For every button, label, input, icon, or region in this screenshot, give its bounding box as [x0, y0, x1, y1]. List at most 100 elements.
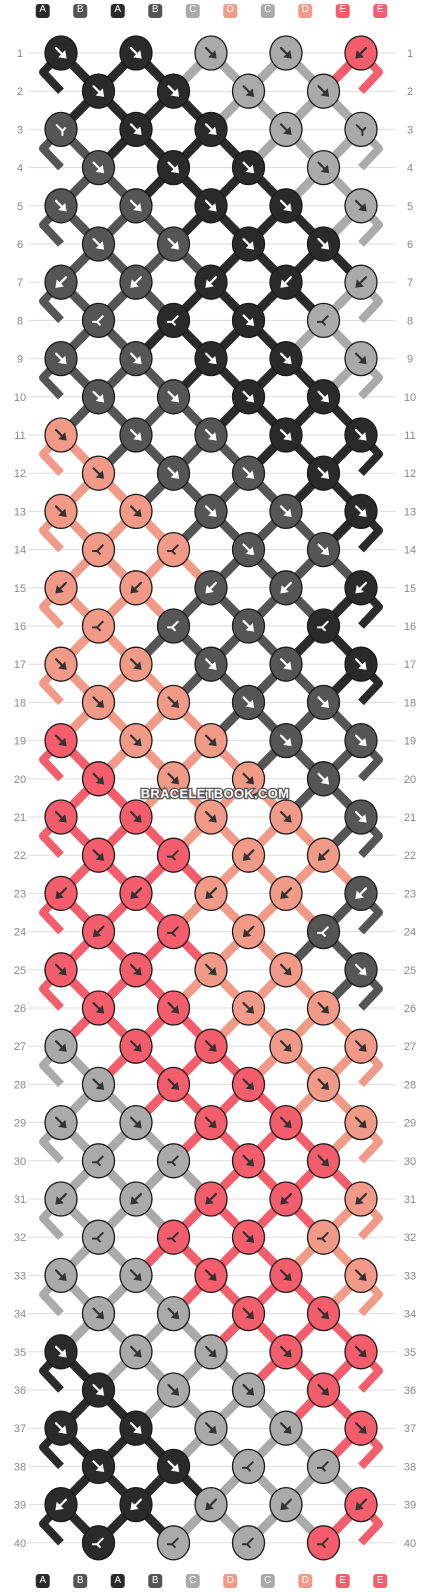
knot-arrow-head: [208, 126, 217, 136]
knot-arrow-icon: [55, 1498, 68, 1511]
knot-arrow-head: [133, 1425, 142, 1434]
row-number-left: 38: [14, 1461, 26, 1473]
row-number-right: 14: [404, 545, 416, 557]
knot: [231, 1448, 266, 1485]
row-number-right: 40: [404, 1538, 416, 1550]
knot: [269, 875, 303, 912]
knot-arrow-head: [283, 737, 292, 747]
knot: [119, 340, 153, 377]
knot-arrow-icon: [92, 1460, 105, 1473]
knot-arrow-icon: [91, 1231, 104, 1243]
knot-arrow-head: [208, 737, 217, 747]
knot-arrow-icon: [279, 1345, 292, 1358]
knot: [306, 1219, 341, 1255]
knot-arrow-head: [208, 355, 217, 365]
knot: [119, 570, 153, 606]
knot-arrow-icon: [279, 810, 292, 823]
knot: [156, 226, 191, 262]
knot-arrow-head: [283, 1348, 292, 1358]
knot: [269, 1181, 303, 1217]
knot: [231, 1066, 266, 1103]
row-number-right: 25: [404, 965, 416, 977]
knot-arrow-head: [95, 1463, 105, 1473]
knot-arrow-head: [358, 1348, 367, 1358]
knot-arrow-head: [320, 775, 330, 785]
knot: [194, 799, 228, 835]
knot-arrow-icon: [279, 1116, 292, 1129]
knot: [81, 1143, 116, 1179]
knot: [81, 531, 116, 568]
knot: [231, 608, 266, 644]
knot-arrow-icon: [317, 1001, 330, 1014]
knot-arrow-icon: [354, 1269, 367, 1282]
knot-arrow-head: [208, 50, 217, 59]
row-number-left: 1: [17, 48, 23, 60]
row-number-right: 29: [404, 1118, 416, 1130]
knot-arrow-head: [170, 1005, 180, 1014]
knot-arrow-icon: [354, 658, 367, 670]
knot-arrow-icon: [279, 123, 292, 136]
knot-arrow-icon: [354, 734, 367, 747]
knot: [194, 952, 228, 988]
knot: [156, 379, 191, 415]
knot-arrow-line: [91, 620, 104, 632]
knot-arrow-icon: [54, 1116, 67, 1129]
knot-arrow-icon: [355, 276, 368, 288]
knot-arrow-icon: [317, 467, 330, 479]
knot: [269, 340, 303, 377]
knot-arrow-icon: [167, 1001, 180, 1014]
knot: [231, 379, 266, 415]
knot-arrow-head: [280, 584, 289, 594]
knot-arrow-icon: [129, 963, 142, 976]
knot: [44, 188, 78, 224]
knot: [269, 1486, 303, 1523]
knot: [269, 1257, 303, 1294]
knot-arrow-icon: [92, 1383, 105, 1396]
row-number-left: 27: [14, 1041, 26, 1053]
knot-arrow-head: [133, 1119, 142, 1129]
knot: [344, 1028, 378, 1064]
knot: [269, 111, 303, 148]
knot: [231, 302, 266, 339]
knot-arrow-head: [55, 279, 64, 288]
knot: [119, 1486, 153, 1523]
knot-arrow-icon: [317, 1078, 330, 1091]
knot-arrow-icon: [204, 1269, 217, 1282]
knot-arrow-icon: [242, 849, 255, 861]
knot-arrow-head: [58, 814, 67, 823]
knot-arrow-head: [95, 241, 105, 250]
row-number-left: 28: [14, 1079, 26, 1091]
top-string-letter: E: [339, 4, 346, 15]
knot: [344, 417, 378, 453]
top-string-tab: [110, 4, 125, 18]
knot: [269, 570, 303, 606]
knot-arrow-icon: [204, 46, 217, 59]
knot: [306, 1448, 341, 1485]
top-string-tab: [260, 4, 275, 18]
knot: [269, 35, 303, 71]
knot: [194, 1486, 228, 1523]
knot-arrow-head: [170, 1463, 180, 1473]
knot: [44, 952, 78, 988]
knot-arrow-head: [95, 164, 105, 174]
row-number-left: 12: [14, 468, 26, 480]
knot: [231, 1143, 266, 1179]
knot-arrow-head: [133, 355, 142, 365]
knot-arrow-icon: [91, 1155, 104, 1167]
knot-arrow-head: [58, 355, 67, 365]
knot-arrow-icon: [55, 1192, 68, 1205]
knot-arrow-icon: [354, 199, 367, 212]
knot-arrow-head: [245, 393, 255, 403]
knot: [344, 952, 378, 988]
knot-arrow-head: [95, 1387, 105, 1396]
row-number-right: 26: [404, 1003, 416, 1015]
knot: [231, 1525, 266, 1561]
knot: [344, 1257, 378, 1294]
knot-arrow-head: [205, 1196, 214, 1205]
knot-arrow-head: [320, 1005, 330, 1014]
knot-arrow-icon: [279, 1269, 292, 1282]
knot-arrow-head: [170, 1387, 180, 1396]
knot: [81, 1448, 116, 1485]
knot-arrow-head: [170, 241, 180, 250]
